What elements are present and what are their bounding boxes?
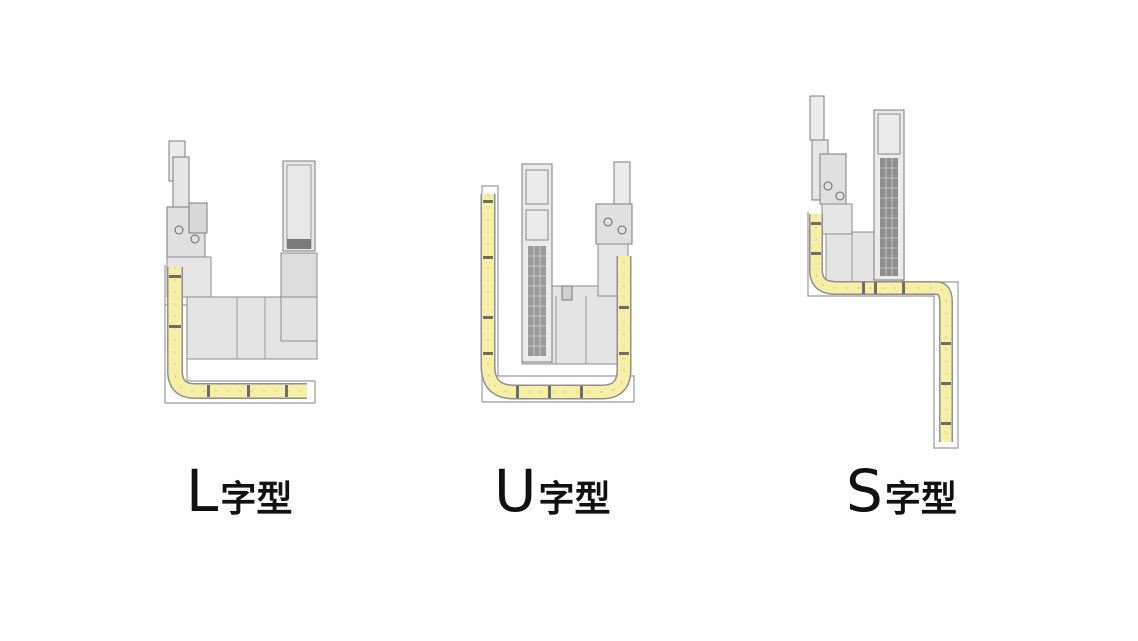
u-shape-letter: U [494, 457, 537, 525]
u-shape-caption: U 字型 [494, 462, 610, 526]
l-shape-suffix: 字型 [220, 479, 293, 520]
u-shape-layout-diagram [476, 156, 646, 408]
s-shape-caption: S 字型 [846, 462, 957, 526]
s-shape-layout-diagram [802, 92, 964, 454]
s-shape-drawing [807, 95, 959, 449]
u-shape-suffix: 字型 [538, 479, 611, 520]
l-shape-layout-diagram [155, 135, 325, 410]
l-shape-drawing [164, 140, 318, 404]
l-shape-letter: L [186, 457, 219, 525]
s-shape-suffix: 字型 [884, 479, 957, 520]
u-shape-drawing [480, 161, 635, 403]
l-shape-caption: L 字型 [186, 462, 292, 526]
s-shape-letter: S [846, 457, 883, 525]
